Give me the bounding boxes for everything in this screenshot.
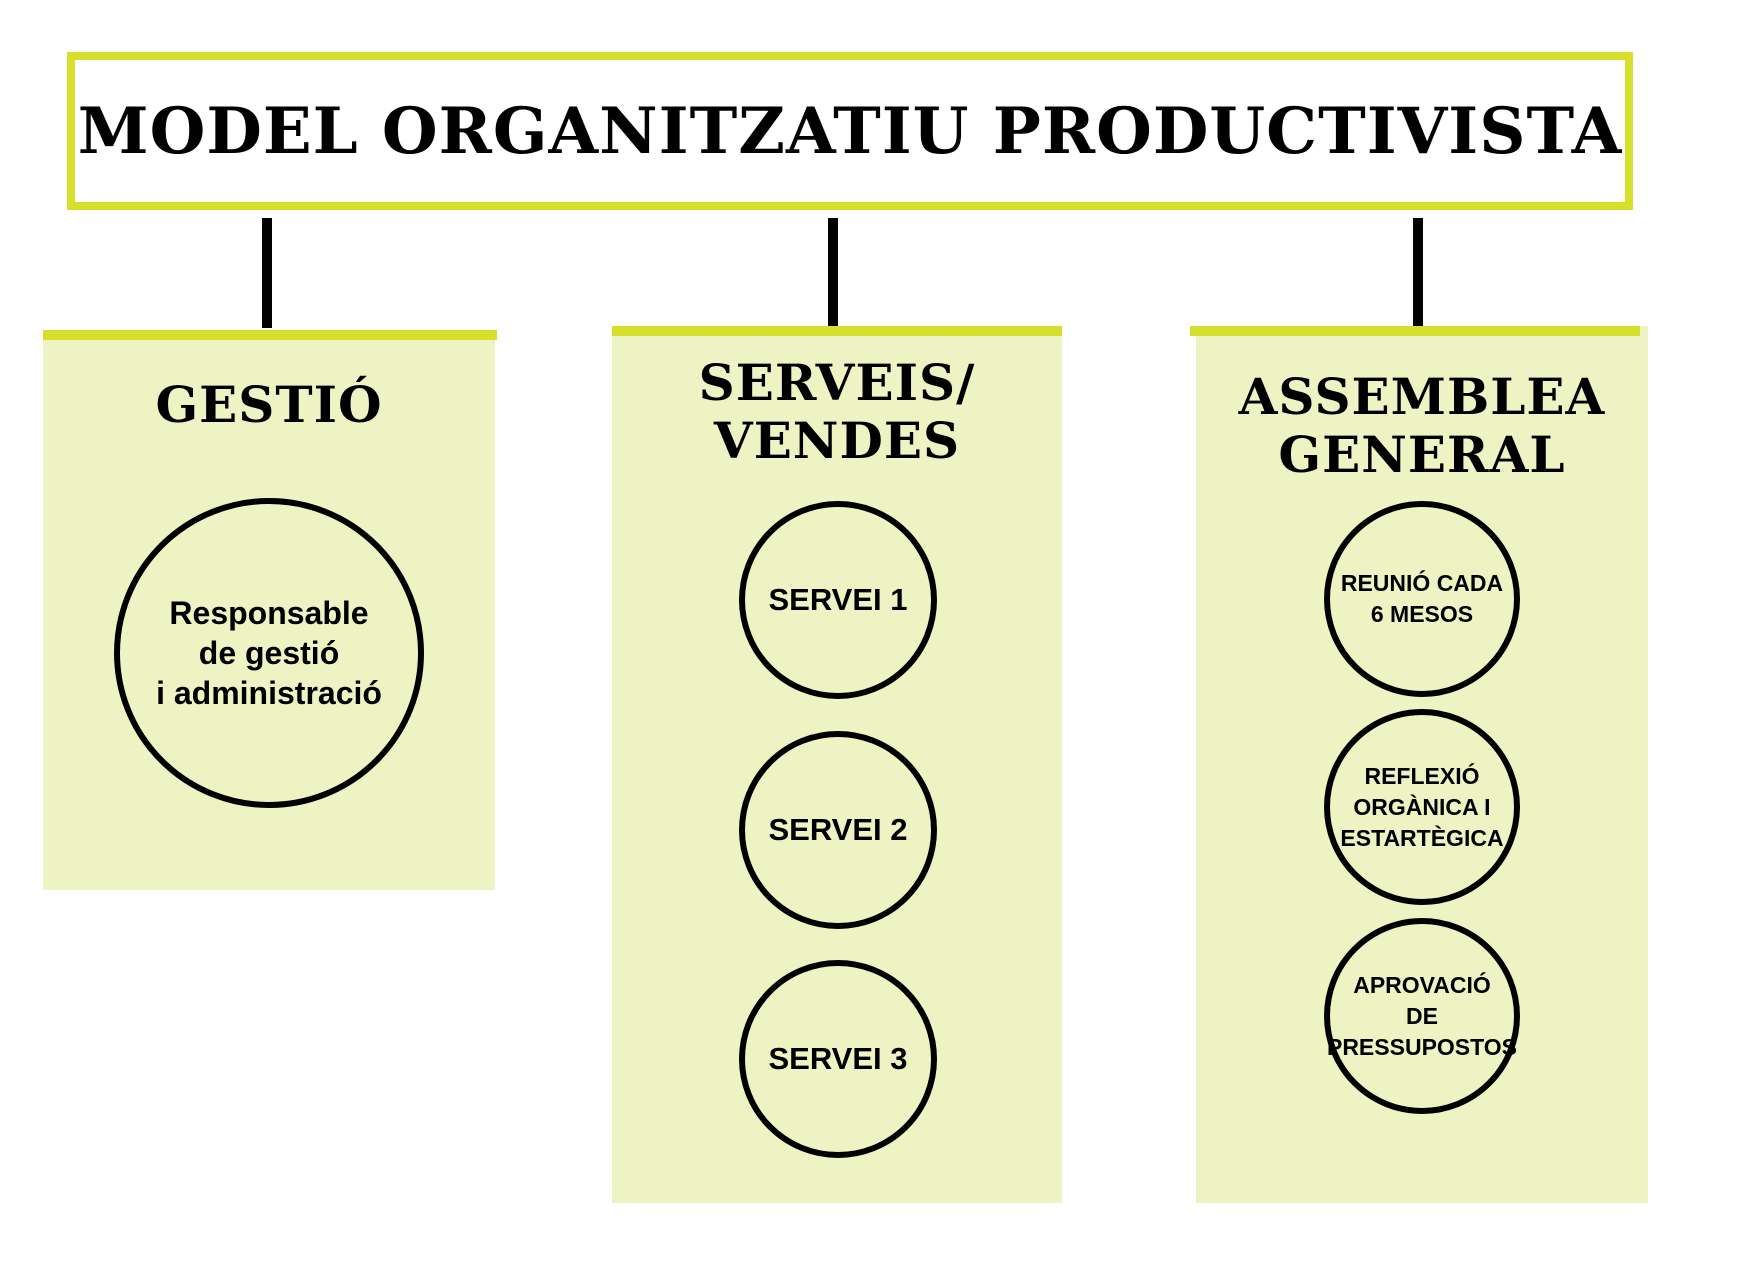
circle-responsable-gestio: Responsable de gestió i administració	[114, 498, 424, 808]
column-accent-bar	[1190, 326, 1640, 336]
column-accent-bar	[43, 330, 497, 340]
connector-gestio	[262, 218, 272, 328]
column-title-gestio: GESTIÓ	[43, 376, 495, 434]
column-title-line: GESTIÓ	[155, 375, 383, 434]
circle-label-line: SERVEI 3	[768, 1041, 908, 1076]
circle-label-line: SERVEI 1	[768, 582, 908, 617]
circle-label: REFLEXIÓ ORGÀNICA I ESTARTÈGICA	[1340, 761, 1503, 854]
column-assemblea-general: ASSEMBLEA GENERAL REUNIÓ CADA 6 MESOS RE…	[1190, 326, 1648, 1203]
circle-label: SERVEI 1	[768, 582, 907, 618]
circle-label-line: PRESSUPOSTOS	[1326, 1033, 1518, 1060]
circle-label: Responsable de gestió i administració	[156, 593, 382, 713]
diagram-title: MODEL ORGANITZATIU PRODUCTIVISTA	[77, 93, 1623, 169]
circle-label: APROVACIÓ DE PRESSUPOSTOS	[1327, 970, 1517, 1063]
circle-label-line: i administració	[156, 675, 382, 711]
column-title-line: GENERAL	[1278, 425, 1566, 484]
circle-label-line: ESTARTÈGICA	[1340, 824, 1504, 851]
circle-reunio-6-mesos: REUNIÓ CADA 6 MESOS	[1324, 501, 1520, 697]
title-box: MODEL ORGANITZATIU PRODUCTIVISTA	[67, 52, 1633, 210]
circle-label-line: Responsable	[169, 595, 369, 631]
column-title-line: ASSEMBLEA	[1238, 367, 1606, 426]
connector-serveis	[828, 218, 838, 326]
circle-label-line: ORGÀNICA I	[1353, 793, 1491, 820]
circle-label-line: APROVACIÓ	[1353, 971, 1491, 998]
circle-aprovacio-pressupostos: APROVACIÓ DE PRESSUPOSTOS	[1324, 918, 1520, 1114]
circle-label-line: DE	[1406, 1002, 1438, 1029]
circle-servei-3: SERVEI 3	[739, 960, 937, 1158]
circle-servei-2: SERVEI 2	[739, 731, 937, 929]
column-serveis-vendes: SERVEIS/ VENDES SERVEI 1 SERVEI 2 SERVEI…	[612, 326, 1062, 1203]
column-accent-bar	[612, 326, 1062, 336]
circle-reflexio-organica: REFLEXIÓ ORGÀNICA I ESTARTÈGICA	[1324, 709, 1520, 905]
circle-label-line: SERVEI 2	[768, 812, 908, 847]
circle-label: SERVEI 2	[768, 812, 907, 848]
circle-label-line: de gestió	[198, 635, 340, 671]
column-title-line: SERVEIS/	[698, 353, 976, 412]
column-title-line: VENDES	[713, 411, 961, 470]
circle-label: REUNIÓ CADA 6 MESOS	[1341, 568, 1503, 630]
connector-assemblea	[1413, 218, 1423, 326]
column-title-assemblea-general: ASSEMBLEA GENERAL	[1196, 368, 1648, 484]
circle-label-line: 6 MESOS	[1370, 601, 1474, 627]
circle-label-line: REUNIÓ CADA	[1340, 570, 1504, 596]
column-title-serveis-vendes: SERVEIS/ VENDES	[612, 354, 1062, 470]
circle-label-line: REFLEXIÓ	[1364, 762, 1480, 789]
circle-label: SERVEI 3	[768, 1041, 907, 1077]
circle-servei-1: SERVEI 1	[739, 501, 937, 699]
column-gestio: GESTIÓ Responsable de gestió i administr…	[43, 330, 497, 890]
